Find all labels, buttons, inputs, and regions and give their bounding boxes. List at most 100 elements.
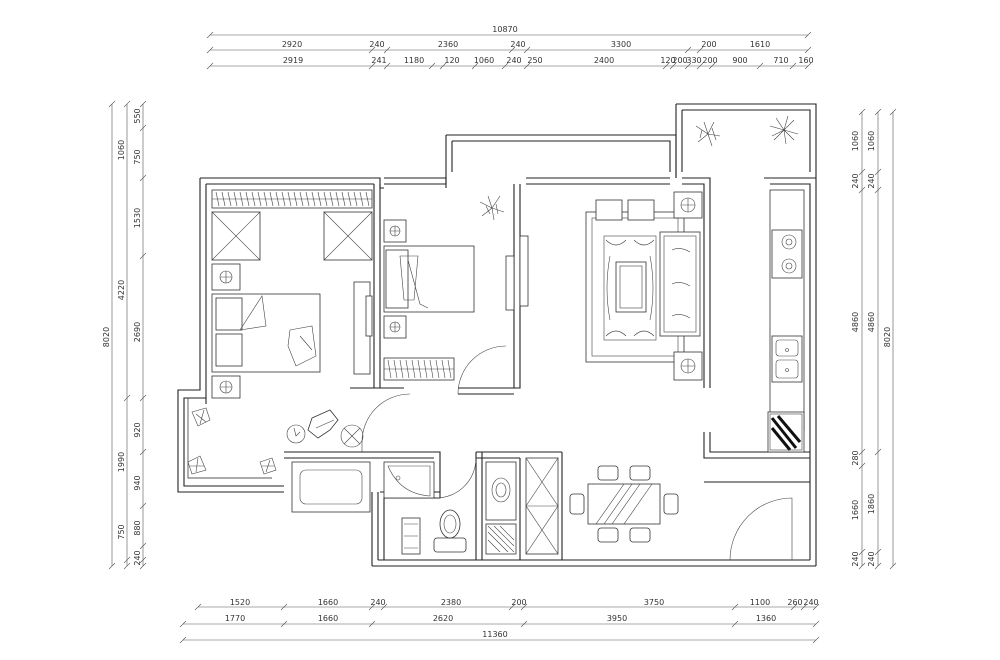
top-dimension-label: 3300 <box>611 40 631 49</box>
bottom-dimension-label: 1360 <box>756 614 776 623</box>
toilet-icon <box>433 509 467 553</box>
dining-chair <box>629 527 651 543</box>
lounge-chair-icon <box>307 409 339 439</box>
coffee-table <box>615 261 647 313</box>
bottom-dimension-label: 1520 <box>230 598 250 607</box>
right-dimension-label: 280 <box>851 450 860 465</box>
top-dimension-label: 200 <box>702 56 717 65</box>
bottom-dimension-label: 240 <box>370 598 385 607</box>
balcony-top <box>695 115 799 147</box>
left-dimension-label: 1990 <box>117 452 126 472</box>
dining-chair <box>597 465 619 481</box>
plant-icon <box>191 407 211 427</box>
gas-stove <box>771 229 803 279</box>
dining-chair <box>629 465 651 481</box>
kitchen-sink <box>771 335 803 383</box>
right-dimension-label: 1660 <box>851 500 860 520</box>
bathtub <box>291 461 371 513</box>
plant-icon <box>259 457 277 475</box>
top-dimension-row1: 2920 240 2360 240 3300 200 1610 <box>282 40 770 49</box>
left-dimension-label: 920 <box>133 422 142 437</box>
plant-icon <box>695 121 721 147</box>
bedroom-door-arc <box>361 393 411 452</box>
top-dimension-label: 120 <box>660 56 675 65</box>
interior-walls <box>187 184 810 560</box>
washbasin-counter <box>485 461 517 521</box>
top-dimension-label: 2920 <box>282 40 302 49</box>
bottom-dimension-label: 240 <box>803 598 818 607</box>
right-dimension-label: 4860 <box>851 312 860 332</box>
top-dimension-label: 710 <box>773 56 788 65</box>
top-dimension-label: 2919 <box>283 56 303 65</box>
left-dimension-label: 940 <box>133 475 142 490</box>
bottom-dimension-label: 1660 <box>318 614 338 623</box>
dining-chair <box>569 493 585 515</box>
bottom-overall-dimension: 11360 <box>482 630 507 639</box>
top-dimension-lines <box>206 31 812 70</box>
bottom-dimension-label: 3750 <box>644 598 664 607</box>
balcony-left <box>187 407 364 475</box>
second-bedroom <box>383 195 529 381</box>
top-dimension-label: 1180 <box>404 56 424 65</box>
left-dimension-label: 1530 <box>133 208 142 228</box>
top-dimension-label: 240 <box>369 40 384 49</box>
top-dimension-label: 241 <box>371 56 386 65</box>
right-dimension-label: 1860 <box>867 494 876 514</box>
left-dimension-label: 880 <box>133 520 142 535</box>
sofa <box>659 231 701 337</box>
right-dimension-label: 8020 <box>883 327 892 347</box>
bottom-dimension-label: 2620 <box>433 614 453 623</box>
top-dimension-label: 900 <box>732 56 747 65</box>
left-dimension-lines <box>108 100 147 570</box>
bottom-dimension-label: 2380 <box>441 598 461 607</box>
dining-chair <box>597 527 619 543</box>
plant-icon <box>187 455 207 475</box>
left-dimension-label: 550 <box>133 108 142 123</box>
top-dimension-label: 2400 <box>594 56 614 65</box>
right-dimension-label: 240 <box>851 551 860 566</box>
tv-cabinet <box>505 255 515 311</box>
bottom-dimension-label: 260 <box>787 598 802 607</box>
top-dimension-label: 200 <box>701 40 716 49</box>
armchair <box>627 199 655 221</box>
right-dimension-label: 4860 <box>867 312 876 332</box>
top-dimension-label: 160 <box>798 56 813 65</box>
plant-icon <box>479 195 505 221</box>
bottom-dimension-lines <box>179 603 820 644</box>
shower <box>383 461 435 499</box>
bottom-dimension-label: 1770 <box>225 614 245 623</box>
bath-door-arc <box>435 457 477 499</box>
top-dimension-label: 250 <box>527 56 542 65</box>
right-dimension-label: 240 <box>867 173 876 188</box>
right-dimension-label: 1060 <box>867 131 876 151</box>
top-dimension-label: 2360 <box>438 40 458 49</box>
dining-table <box>587 483 661 525</box>
bedroom2-door-arc <box>457 345 507 395</box>
entry-closet <box>525 457 559 555</box>
right-dimension-label: 240 <box>867 551 876 566</box>
left-dimension-label: 4220 <box>117 280 126 300</box>
left-dimension-label: 1060 <box>117 140 126 160</box>
top-dimension-label: 330 <box>686 56 701 65</box>
right-dimension-lines <box>858 108 897 570</box>
right-dimension-label: 1060 <box>851 131 860 151</box>
exterior-walls <box>177 103 817 567</box>
top-dimension-label: 200 <box>672 56 687 65</box>
dining-chair <box>663 493 679 515</box>
right-dimension-label: 240 <box>851 173 860 188</box>
top-dimension-label: 240 <box>510 40 525 49</box>
top-overall-dimension: 10870 <box>492 25 517 34</box>
left-dimension-label: 240 <box>133 550 142 565</box>
living-room <box>585 191 703 381</box>
entry-door-arc <box>729 497 793 561</box>
top-dimension-label: 1610 <box>750 40 770 49</box>
top-dimension-label: 120 <box>444 56 459 65</box>
top-dimension-label: 240 <box>506 56 521 65</box>
left-dimension-label: 750 <box>133 149 142 164</box>
dining-area <box>569 465 679 543</box>
